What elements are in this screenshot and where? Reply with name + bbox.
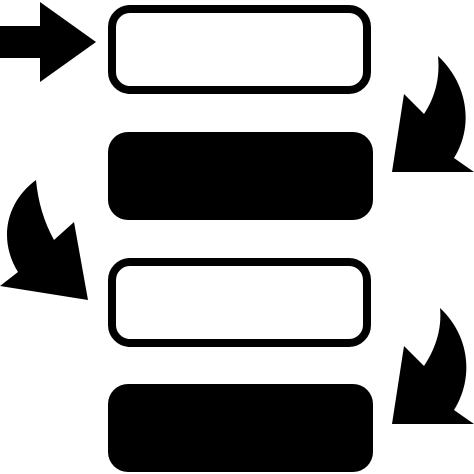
curved-arrow-icon [392, 56, 474, 172]
outlined-step-box [108, 258, 371, 347]
filled-step-box [108, 384, 373, 472]
curved-arrow-icon [0, 180, 88, 300]
entry-arrow-icon [0, 2, 96, 82]
filled-step-box [108, 132, 373, 220]
curved-arrow-icon [392, 308, 474, 424]
outlined-step-box [108, 5, 371, 94]
